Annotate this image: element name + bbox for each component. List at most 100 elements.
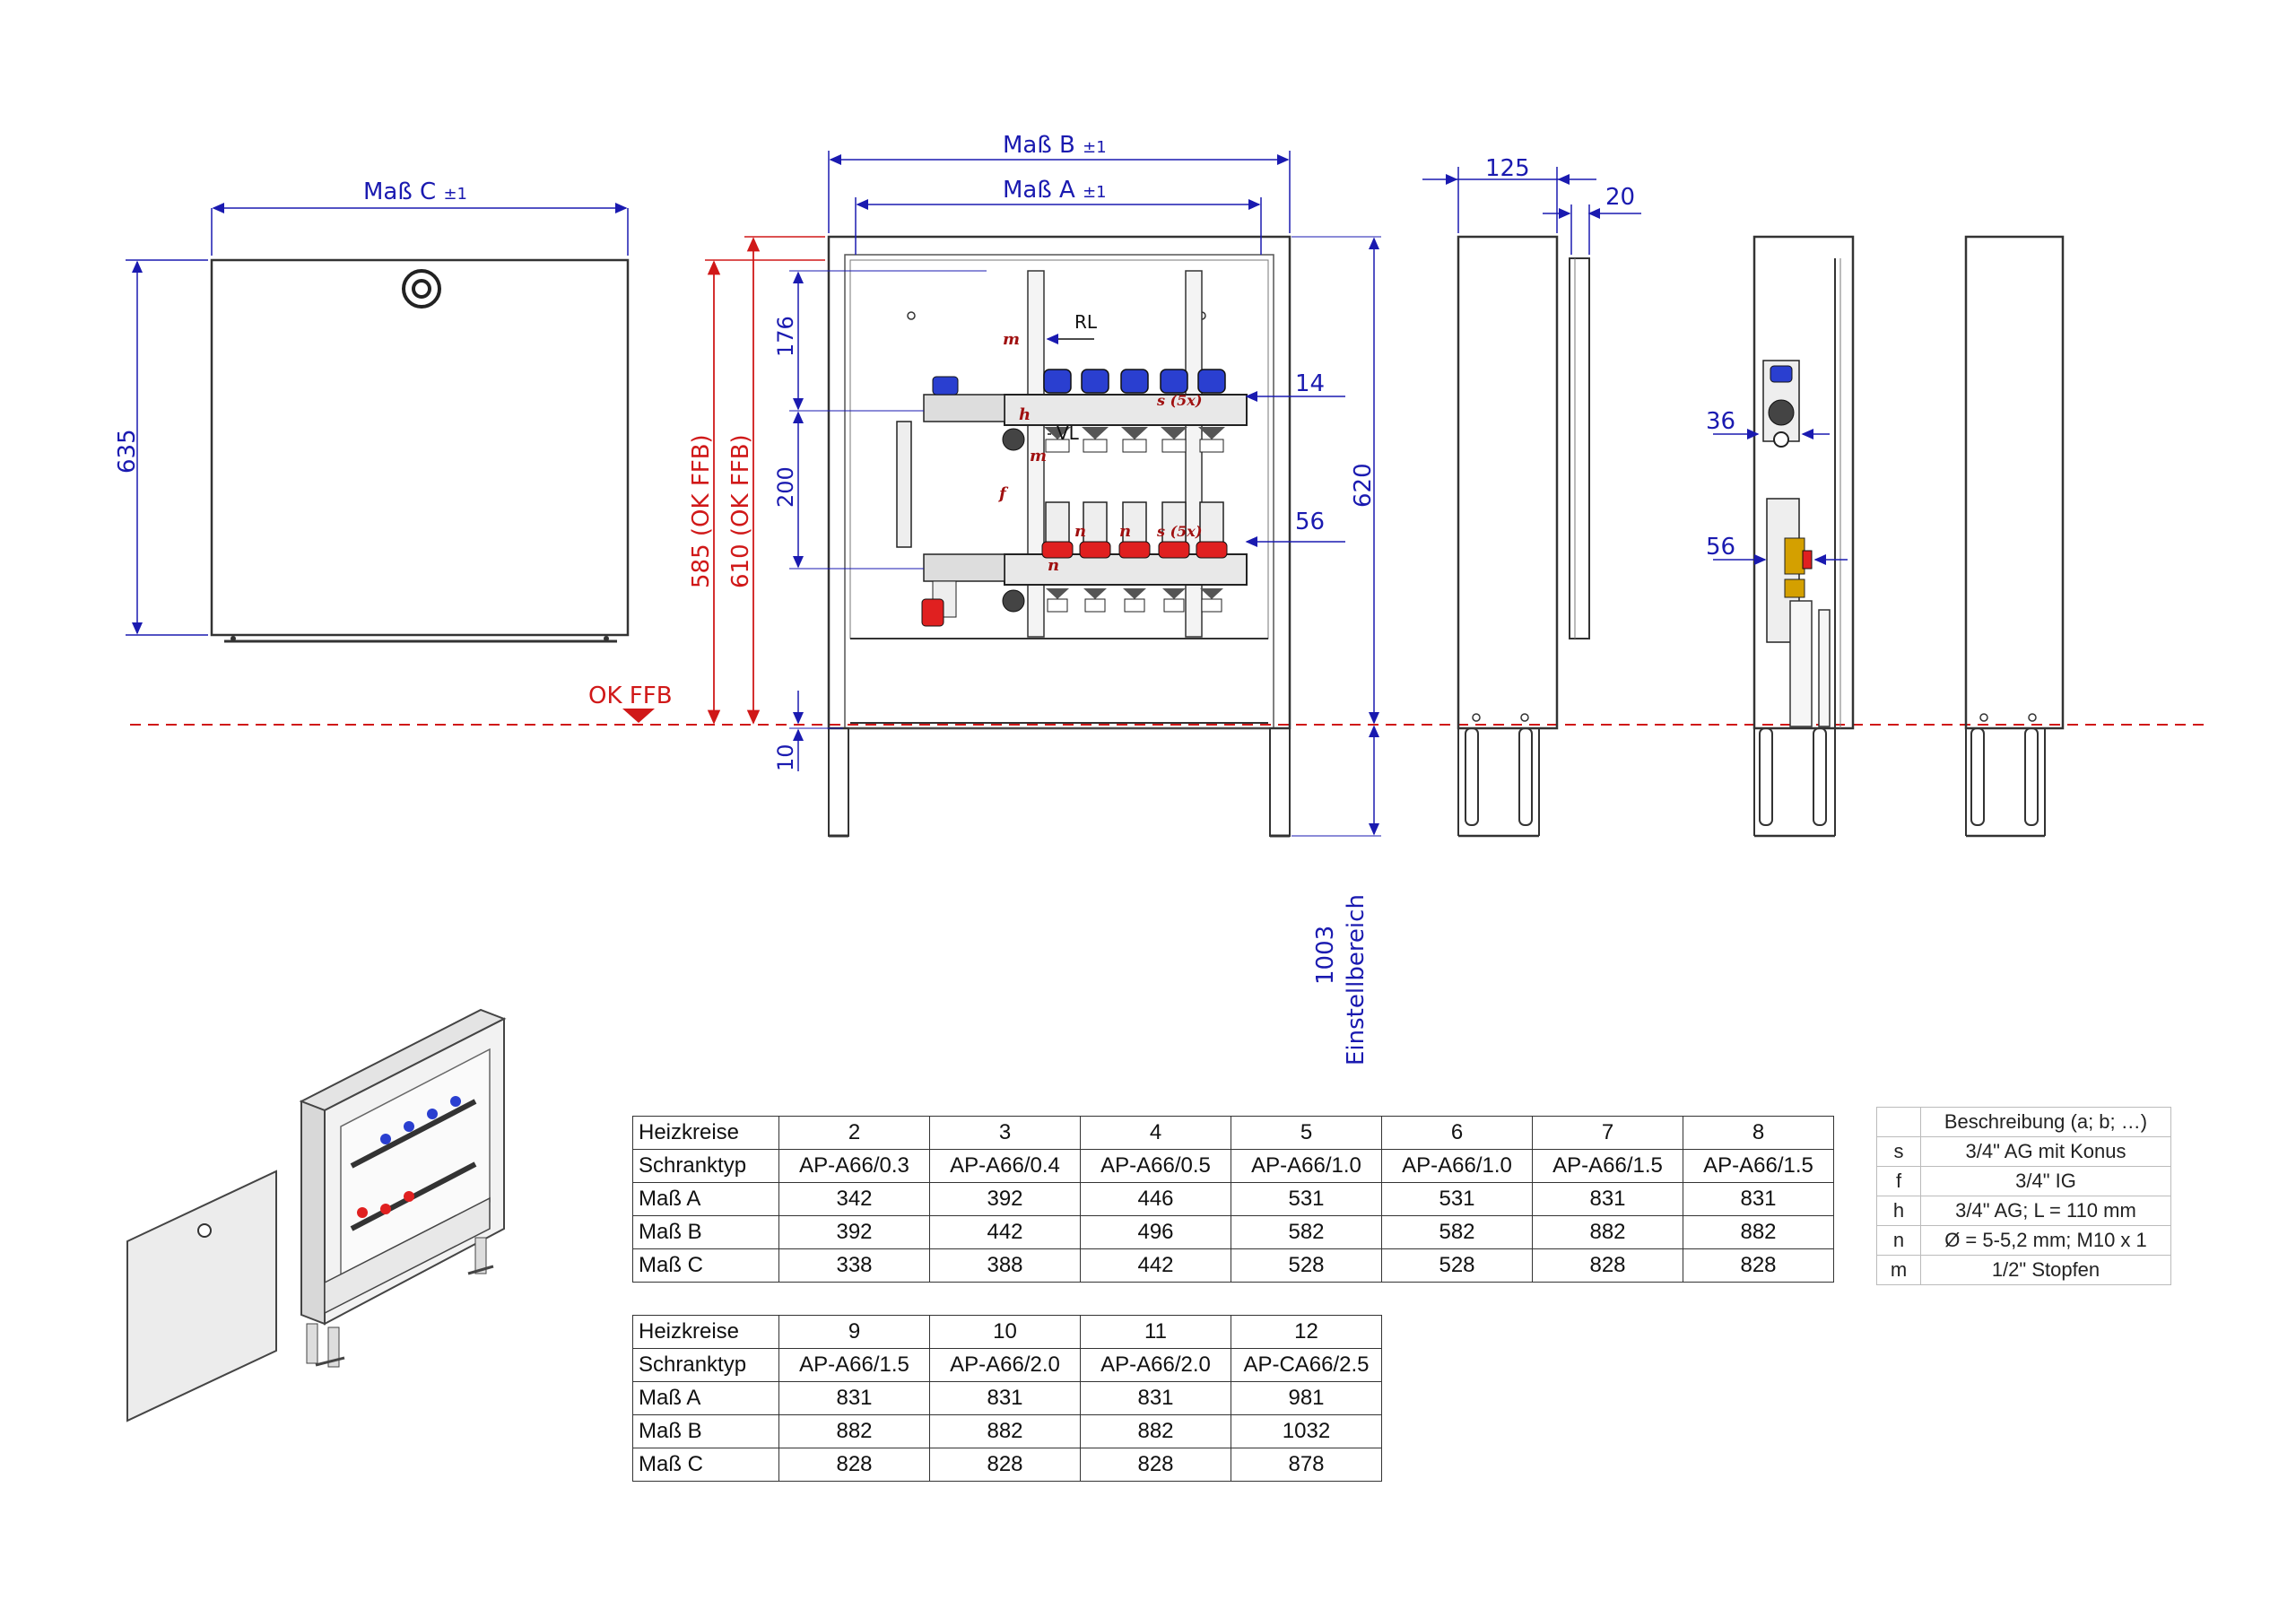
table-cell: 7 bbox=[1532, 1116, 1683, 1150]
row-header-cell: Maß B bbox=[632, 1414, 779, 1448]
dim-36: 36 bbox=[1706, 408, 1735, 435]
vl-valves bbox=[1041, 501, 1228, 613]
table-cell: 828 bbox=[778, 1448, 930, 1482]
dim-10: 10 bbox=[773, 744, 798, 771]
table-cell: AP-A66/0.5 bbox=[1080, 1149, 1231, 1183]
table-cell: 878 bbox=[1231, 1448, 1382, 1482]
legend-key: m bbox=[1876, 1255, 1921, 1285]
table-cell: AP-CA66/2.5 bbox=[1231, 1348, 1382, 1382]
table-cell: 392 bbox=[929, 1182, 1081, 1216]
side-view-door: 125 20 bbox=[1422, 155, 1641, 838]
dim-tol-b: ±1 bbox=[1083, 138, 1107, 157]
dim-125: 125 bbox=[1485, 155, 1530, 182]
dim-620: 620 bbox=[1350, 463, 1377, 508]
table-cell: 528 bbox=[1231, 1248, 1382, 1283]
row-header-cell: Heizkreise bbox=[632, 1116, 779, 1150]
table-cell: 3 bbox=[929, 1116, 1081, 1150]
table-cell: 342 bbox=[778, 1182, 930, 1216]
dim-tol-c: ±1 bbox=[443, 185, 467, 204]
dim-56: 56 bbox=[1295, 509, 1325, 535]
dim-1003: 1003 bbox=[1312, 926, 1339, 985]
table-cell: 831 bbox=[1683, 1182, 1834, 1216]
rl-valves bbox=[1043, 369, 1226, 453]
table-cell: AP-A66/1.0 bbox=[1381, 1149, 1533, 1183]
svg-text:Maß A ±1: Maß A ±1 bbox=[1003, 177, 1107, 204]
label-vl: VL bbox=[1057, 422, 1080, 444]
table-cell: 10 bbox=[929, 1315, 1081, 1349]
dim-585: 585 (OK FFB) bbox=[688, 434, 715, 588]
legend-header: Beschreibung (a; b; …) bbox=[1920, 1107, 2171, 1137]
row-header-cell: Maß A bbox=[632, 1381, 779, 1415]
label-n2: n bbox=[1119, 522, 1131, 541]
table-cell: 828 bbox=[929, 1448, 1081, 1482]
dim-56-side: 56 bbox=[1706, 534, 1735, 561]
table-cell: 5 bbox=[1231, 1116, 1382, 1150]
dim-mass-c: Maß C bbox=[363, 178, 436, 205]
side-view-section: 36 56 bbox=[1706, 235, 1855, 838]
legend-description: 1/2" Stopfen bbox=[1920, 1255, 2171, 1285]
row-header-cell: Maß A bbox=[632, 1182, 779, 1216]
label-rl: RL bbox=[1074, 311, 1098, 333]
table-cell: 582 bbox=[1381, 1215, 1533, 1249]
label-h: h bbox=[1019, 405, 1031, 424]
table-cell: AP-A66/1.0 bbox=[1231, 1149, 1382, 1183]
table-cell: 8 bbox=[1683, 1116, 1834, 1150]
svg-text:Maß C ±1: Maß C ±1 bbox=[363, 178, 467, 205]
row-header-cell: Schranktyp bbox=[632, 1149, 779, 1183]
table-cell: 882 bbox=[1080, 1414, 1231, 1448]
dim-tol-a: ±1 bbox=[1083, 183, 1107, 202]
table-cell: 446 bbox=[1080, 1182, 1231, 1216]
label-n1: n bbox=[1074, 522, 1086, 541]
legend-description: 3/4" AG; L = 110 mm bbox=[1920, 1196, 2171, 1226]
row-header-cell: Maß C bbox=[632, 1448, 779, 1482]
table-cell: 442 bbox=[929, 1215, 1081, 1249]
table-cell: 882 bbox=[1683, 1215, 1834, 1249]
table-cell: 392 bbox=[778, 1215, 930, 1249]
table-cell: 496 bbox=[1080, 1215, 1231, 1249]
dim-mass-b: Maß B bbox=[1003, 132, 1075, 159]
table-cell: 828 bbox=[1532, 1248, 1683, 1283]
row-header-cell: Maß C bbox=[632, 1248, 779, 1283]
table-cell: 531 bbox=[1381, 1182, 1533, 1216]
table-cell: 11 bbox=[1080, 1315, 1231, 1349]
table-cell: 828 bbox=[1080, 1448, 1231, 1482]
table-cell: 831 bbox=[1080, 1381, 1231, 1415]
dim-20: 20 bbox=[1605, 184, 1635, 211]
table-cell: 828 bbox=[1683, 1248, 1834, 1283]
table-cell: AP-A66/1.5 bbox=[1683, 1149, 1834, 1183]
table-cell: 388 bbox=[929, 1248, 1081, 1283]
svg-text:Maß B ±1: Maß B ±1 bbox=[1003, 132, 1107, 159]
legend-description: 3/4" AG mit Konus bbox=[1920, 1136, 2171, 1167]
isometric-view bbox=[126, 1008, 507, 1422]
row-header-cell: Heizkreise bbox=[632, 1315, 779, 1349]
side-view-back bbox=[1964, 235, 2065, 838]
dim-mass-a: Maß A bbox=[1003, 177, 1075, 204]
table-cell: 882 bbox=[778, 1414, 930, 1448]
table-cell: 831 bbox=[929, 1381, 1081, 1415]
label-s5x-top: s (5x) bbox=[1156, 392, 1202, 409]
table-cell: AP-A66/0.4 bbox=[929, 1149, 1081, 1183]
connection-group bbox=[896, 376, 1025, 627]
dim-einstellbereich: Einstellbereich bbox=[1343, 894, 1370, 1065]
table-cell: 1032 bbox=[1231, 1414, 1382, 1448]
table-cell: 6 bbox=[1381, 1116, 1533, 1150]
label-f: f bbox=[997, 484, 1009, 503]
table-cell: 9 bbox=[778, 1315, 930, 1349]
legend-key: h bbox=[1876, 1196, 1921, 1226]
dim-176: 176 bbox=[773, 316, 798, 357]
